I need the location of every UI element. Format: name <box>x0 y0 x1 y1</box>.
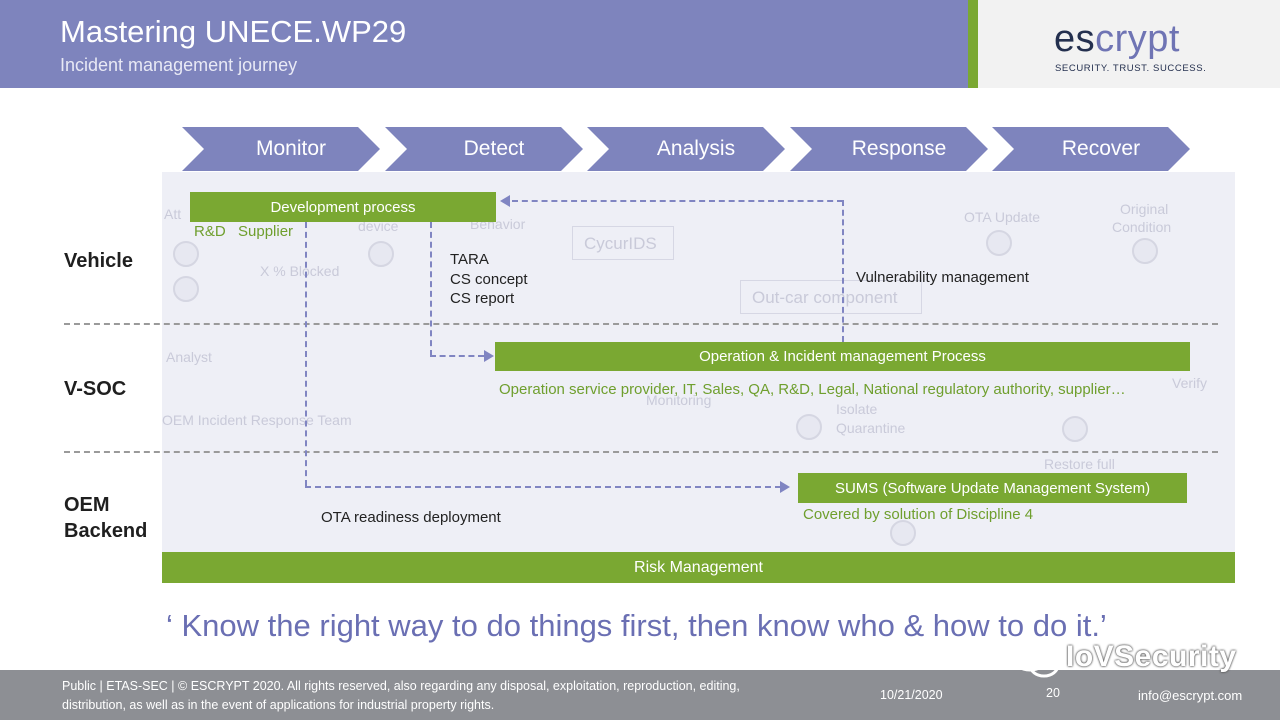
bg-label-blocked: X % Blocked <box>260 263 340 279</box>
header-accent <box>968 0 978 88</box>
bg-node-5 <box>1132 238 1158 264</box>
bg-node-4 <box>986 230 1012 256</box>
lane-vehicle: Vehicle <box>64 250 133 272</box>
footer-email: info@escrypt.com <box>1138 688 1243 703</box>
arrow-to-sums <box>780 481 790 493</box>
bg-label-condition: Condition <box>1112 219 1172 235</box>
footer-legal: Public | ETAS-SEC | © ESCRYPT 2020. All … <box>62 679 740 712</box>
vulnerability-management-label: Vulnerability management <box>856 269 1029 286</box>
connector-dev-down <box>430 222 432 356</box>
bg-label-ota-update: OTA Update <box>964 209 1041 225</box>
operation-members: Operation service provider, IT, Sales, Q… <box>499 381 1126 398</box>
bg-label-device: device <box>358 218 399 234</box>
bg-box-outcar <box>740 280 922 314</box>
bg-label-att: Att <box>164 206 182 222</box>
cs-report-label: CS report <box>450 290 515 307</box>
footer-date: 10/21/2020 <box>880 688 943 702</box>
bg-label-restore: Restore full <box>1044 456 1115 472</box>
tara-label: TARA <box>450 251 489 268</box>
lane-vsoc: V-SOC <box>64 378 127 400</box>
bg-label-original: Original <box>1120 201 1169 217</box>
escrypt-logo: escrypt <box>1054 18 1180 60</box>
footer-page-number: 20 <box>1046 686 1060 700</box>
lane-separator-1 <box>64 323 1218 325</box>
footer-bar <box>0 670 1280 720</box>
lane-oem-line2: Backend <box>64 520 148 542</box>
bg-box-cycurids <box>572 226 674 260</box>
arrow-to-development <box>500 195 510 207</box>
connector-supplier-down <box>305 222 307 486</box>
risk-management-bar: Risk Management <box>162 552 1235 583</box>
rd-label: R&D <box>194 223 226 240</box>
slide-subtitle: Incident management journey <box>60 55 298 75</box>
logo-tagline: SECURITY. TRUST. SUCCESS. <box>1055 63 1207 74</box>
lane-separator-2 <box>64 451 1218 453</box>
bg-node-2 <box>173 276 199 302</box>
bg-node-3 <box>368 241 394 267</box>
bg-label-isolate: Isolate <box>836 401 878 417</box>
connector-to-operation <box>430 355 484 357</box>
bg-label-quarantine: Quarantine <box>836 420 906 436</box>
bg-label-outcar: Out-car component <box>752 288 898 307</box>
phase-monitor: Monitor <box>182 127 380 171</box>
arrow-to-operation <box>484 350 494 362</box>
wechat-icon <box>1011 642 1060 678</box>
phase-recover: Recover <box>992 127 1190 171</box>
bg-label-analyst: Analyst <box>166 349 212 365</box>
header-bar <box>0 0 968 88</box>
logo-area <box>978 0 1280 88</box>
sums-note: Covered by solution of Discipline 4 <box>803 506 1034 523</box>
bg-label-monitoring: Monitoring <box>646 392 712 408</box>
bg-node-6 <box>796 414 822 440</box>
ota-readiness-label: OTA readiness deployment <box>321 509 501 526</box>
phase-analysis: Analysis <box>587 127 785 171</box>
bg-label-verify: Verify <box>1172 375 1208 391</box>
bg-node-7 <box>1062 416 1088 442</box>
operation-process-bar: Operation & Incident management Process <box>495 342 1190 371</box>
bg-node-1 <box>173 241 199 267</box>
bg-label-oem-irt: OEM Incident Response Team <box>162 412 352 428</box>
slide-title: Mastering UNECE.WP29 <box>60 14 407 49</box>
bg-node-8 <box>890 520 916 546</box>
bg-label-cycurids: CycurIDS <box>584 234 657 253</box>
supplier-label: Supplier <box>238 223 294 240</box>
connector-to-sums <box>305 486 781 488</box>
connector-to-development <box>512 200 843 202</box>
lane-oem-line1: OEM <box>64 494 110 516</box>
phase-detect: Detect <box>385 127 583 171</box>
sums-bar: SUMS (Software Update Management System) <box>798 473 1187 503</box>
quote-text: ‘ Know the right way to do things first,… <box>166 608 1107 643</box>
watermark-text: IoVSecurity <box>1066 640 1237 673</box>
development-process-bar: Development process <box>190 192 496 222</box>
cs-concept-label: CS concept <box>450 271 528 288</box>
connector-vuln-up <box>842 200 844 342</box>
phase-response: Response <box>790 127 988 171</box>
